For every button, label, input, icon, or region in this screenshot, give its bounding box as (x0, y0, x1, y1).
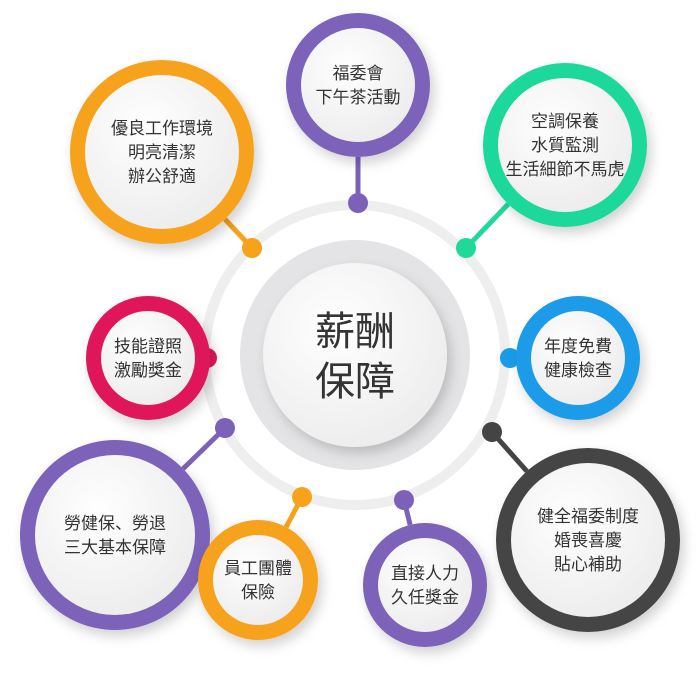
node-inner (531, 311, 625, 405)
node-inner (101, 311, 195, 405)
node-label-line: 明亮清潔 (128, 143, 196, 163)
node-inner (85, 75, 239, 229)
node-inner (378, 538, 472, 632)
node-label-line: 直接人力 (391, 564, 459, 584)
connector-dot (292, 487, 312, 507)
node-label-line: 技能證照 (114, 337, 182, 357)
center-title-line-2: 保障 (315, 359, 395, 405)
connector-dot (456, 238, 476, 258)
node-label-line: 生活細節不馬虎 (506, 160, 625, 180)
node-inner (498, 78, 632, 212)
node-label-line: 水質監測 (531, 136, 599, 156)
node-label-line: 福委會 (333, 64, 384, 84)
node-label-line: 優良工作環境 (111, 119, 213, 139)
node-label-line: 保險 (241, 583, 275, 603)
node-label-line: 勞健保、勞退 (64, 514, 166, 534)
node-label-line: 健全福委制度 (537, 507, 639, 527)
node-label-line: 婚喪喜慶 (554, 531, 622, 551)
connector-dot (348, 193, 368, 213)
connector-dot (242, 238, 262, 258)
node-label-line: 激勵獎金 (114, 361, 182, 381)
connector-dot (215, 418, 235, 438)
connector-line (464, 202, 510, 250)
node-label-line: 下午茶活動 (316, 88, 401, 108)
node-inner (301, 28, 415, 142)
node-label-line: 三大基本保障 (64, 538, 166, 558)
node-label-line: 貼心補助 (554, 555, 622, 575)
node-inner (35, 455, 195, 615)
center-title-line-1: 薪酬 (315, 309, 395, 355)
node-label-line: 員工團體 (224, 559, 292, 579)
node-inner (511, 463, 665, 617)
hub-circle (263, 263, 447, 447)
connector-dot (482, 422, 502, 442)
node-label-line: 年度免費 (544, 337, 612, 357)
node-label-line: 久任獎金 (391, 588, 459, 608)
node-inner (213, 535, 303, 625)
node-label-line: 健康檢查 (544, 361, 612, 381)
node-label-line: 空調保養 (531, 112, 599, 132)
connector-dot (500, 348, 520, 368)
connector-dot (394, 490, 414, 510)
node-label-line: 辦公舒適 (128, 167, 196, 187)
